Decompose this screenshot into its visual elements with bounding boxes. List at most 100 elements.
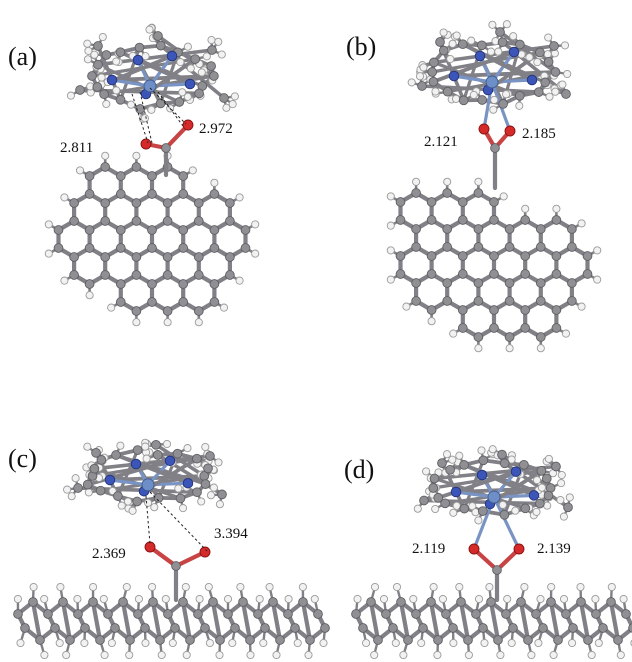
carbon-atom [457, 251, 468, 261]
hydrogen-atom [195, 594, 204, 604]
carbon-atom [209, 279, 220, 289]
metal-atom [487, 490, 501, 504]
carbon-atom [118, 597, 128, 607]
carbon-atom [519, 459, 529, 470]
hydrogen-atom [209, 483, 218, 492]
hydrogen-atom [144, 498, 153, 507]
hydrogen-atom [386, 221, 395, 230]
carbon-atom [209, 71, 219, 81]
hydrogen-atom [477, 446, 486, 455]
hydrogen-atom [228, 638, 237, 648]
hydrogen-atom [536, 594, 545, 604]
carbon-atom [489, 305, 499, 315]
carbon-atom [551, 269, 562, 279]
hydrogen-atom [449, 508, 458, 517]
carbon-atom [163, 609, 173, 619]
distance-label-b-right: 2.185 [522, 126, 556, 142]
hydrogen-atom [551, 87, 560, 96]
carbon-atom [486, 597, 496, 607]
carbon-atom [100, 252, 111, 262]
carbon-atom [442, 278, 453, 288]
carbon-atom [535, 278, 546, 288]
carbon-atom [170, 623, 180, 633]
carbon-atom [426, 269, 437, 279]
hydrogen-atom [415, 72, 425, 81]
carbon-atom [50, 623, 60, 633]
hydrogen-atom [97, 73, 106, 82]
carbon-atom [504, 332, 515, 342]
hydrogen-atom [412, 177, 421, 186]
bond [92, 454, 212, 471]
hydrogen-atom [205, 638, 214, 648]
hydrogen-atom [44, 249, 53, 258]
hydrogen-atom [515, 101, 524, 110]
carbon-atom [208, 597, 218, 607]
molecule-a [44, 23, 260, 327]
carbon-atom [93, 41, 103, 51]
carbon-atom [193, 198, 204, 208]
carbon-atom [178, 171, 189, 181]
hydrogen-atom [607, 582, 616, 592]
carbon-atom [162, 216, 173, 226]
hydrogen-atom [521, 204, 530, 213]
carbon-atom [358, 623, 368, 633]
carbon-atom [489, 269, 499, 279]
carbon-atom [305, 635, 315, 645]
hydrogen-atom [556, 495, 565, 505]
hydrogen-atom [201, 442, 210, 452]
hydrogen-atom [469, 90, 478, 99]
hydrogen-atom [197, 497, 206, 506]
carbon-atom [115, 297, 126, 307]
carbon-atom [396, 597, 406, 607]
bond [270, 599, 283, 643]
carbon-atom [223, 609, 233, 619]
hydrogen-atom [44, 220, 53, 229]
carbon-atom [551, 215, 562, 225]
carbon-atom [131, 162, 142, 172]
hydrogen-atom [525, 53, 534, 62]
carbon-atom [217, 489, 227, 500]
carbon-atom [35, 635, 45, 645]
carbon-atom [489, 251, 499, 261]
carbon-atom [520, 323, 531, 333]
hydrogen-atom [448, 455, 457, 464]
carbon-atom [473, 188, 484, 198]
carbon-atom [551, 305, 562, 315]
carbon-atom [441, 609, 451, 619]
carbon-atom [395, 251, 406, 261]
distance-label-a-left: 2.811 [60, 140, 93, 156]
carbon-atom [69, 198, 79, 208]
carbon-atom [91, 447, 101, 458]
hydrogen-atom [402, 302, 411, 311]
carbon-atom [115, 225, 126, 235]
nitrogen-atom [106, 74, 118, 86]
carbon-atom [489, 215, 499, 225]
carbon-atom [411, 242, 421, 252]
carbon-atom [456, 597, 466, 607]
carbon-atom [125, 635, 135, 645]
hydrogen-atom [488, 445, 497, 454]
carbon-atom [225, 252, 235, 262]
hydrogen-atom [126, 100, 136, 109]
carbon-atom [561, 609, 571, 619]
carbon-atom [209, 243, 220, 253]
carbon-atom [84, 189, 95, 199]
hydrogen-atom [284, 594, 293, 604]
panel-c: (c) 2.369 3.394 [8, 438, 330, 660]
nitrogen-atom [476, 469, 488, 481]
carbon-atom [162, 306, 173, 316]
carbon-atom [89, 463, 100, 474]
carbon-atom [523, 635, 533, 645]
hydrogen-atom [433, 650, 442, 660]
carbon-atom [499, 458, 510, 469]
carbon-atom [411, 296, 421, 306]
carbon-atom [428, 76, 439, 87]
bond [240, 599, 253, 643]
hydrogen-atom [235, 193, 244, 202]
bond [578, 599, 591, 643]
carbon-atom [388, 623, 398, 633]
hydrogen-atom [464, 650, 473, 660]
carbon-atom [535, 242, 546, 252]
carbon-atom [373, 635, 383, 645]
hydrogen-atom [230, 92, 239, 101]
